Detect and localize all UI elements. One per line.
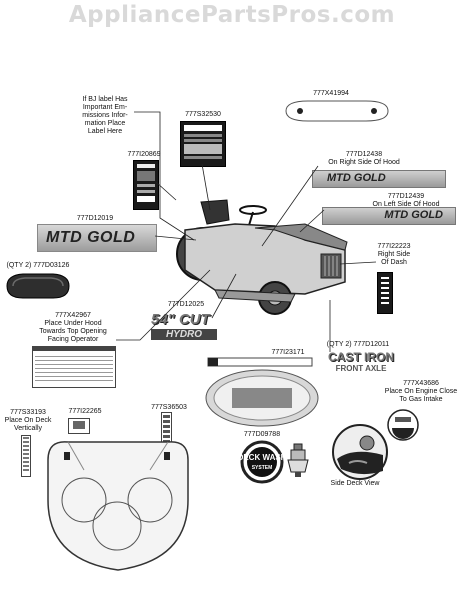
hydro-text: HYDRO	[151, 329, 217, 340]
decal-stripe	[137, 171, 155, 181]
part-number: 777S33193	[10, 409, 46, 416]
decal-777d12438: MTD GOLD	[312, 170, 446, 188]
deck-wash-nozzle	[287, 443, 309, 477]
side-deck-view-illustration	[332, 424, 388, 480]
part-777i20869-label: 777I20869	[127, 151, 161, 158]
part-777d12439-label: 777D12439 On Left Side Of Hood	[360, 193, 452, 209]
decal-stripes	[381, 277, 389, 305]
mtd-gold-text: MTD GOLD	[46, 229, 136, 246]
mtd-gold-text: MTD GOLD	[327, 172, 386, 184]
part-777s33193-label: 777S33193 Place On Deck Vertically	[2, 409, 54, 433]
decal-stripe	[184, 144, 222, 154]
bj-note-line: missions Infor-	[82, 112, 128, 119]
decal-stripe	[137, 184, 155, 187]
decal-stripe	[137, 196, 155, 202]
decal-777s33193	[21, 435, 31, 477]
part-777i23171-label: 777I23171	[271, 349, 305, 356]
decal-header	[33, 347, 115, 351]
part-777x42967-label: 777X42967 Place Under Hood Towards Top O…	[30, 312, 116, 344]
lawn-tractor-illustration	[176, 199, 348, 315]
part-777d03126-label: (QTY 2) 777D03126	[6, 262, 70, 269]
placement-note: Towards Top Opening	[39, 328, 107, 335]
decal-777i22265	[68, 418, 90, 434]
decal-777x43686	[387, 409, 419, 441]
part-number: 777D12438	[345, 151, 383, 158]
placement-note: Place Under Hood	[44, 320, 102, 327]
decal-stripe	[137, 164, 155, 168]
decal-stripe	[184, 125, 222, 131]
decal-stripe	[184, 134, 222, 137]
decal-table	[35, 353, 113, 383]
decal-777s32530	[180, 121, 226, 167]
decal-stripe	[184, 139, 222, 142]
part-777i22265-label: 777I22265	[68, 408, 102, 415]
part-777x43686-label: 777X43686 Place On Engine Close To Gas I…	[378, 380, 464, 404]
front-axle-text: FRONT AXLE	[335, 364, 387, 373]
decal-777i22223	[377, 272, 393, 314]
decal-stripes	[163, 415, 170, 453]
bj-note-label: If BJ label Has Important Em- missions I…	[76, 96, 134, 136]
decal-stripes	[23, 437, 29, 473]
placement-note: To Gas Intake	[399, 396, 443, 403]
mower-deck-illustration	[47, 441, 189, 571]
part-number: 777D12439	[387, 193, 425, 200]
part-number: 777X43686	[403, 380, 439, 387]
part-777s32530-label: 777S32530	[185, 111, 221, 118]
placement-note: Right Side	[377, 251, 411, 258]
placement-note: Facing Operator	[47, 336, 99, 343]
decal-777x41994	[285, 100, 389, 122]
mtd-gold-text: MTD GOLD	[384, 209, 443, 221]
system-text: SYSTEM	[252, 465, 273, 471]
part-number: 777I22223	[377, 243, 411, 250]
watermark: AppliancePartsPros.com	[68, 2, 396, 28]
cast-iron-text: CAST IRON	[328, 350, 394, 364]
decal-stripe	[184, 156, 222, 159]
placement-note: Place On Engine Close	[384, 388, 458, 395]
bj-note-line: Label Here	[87, 128, 123, 135]
placement-note: Of Dash	[381, 259, 407, 266]
part-777d09788-label: 777D09788	[243, 431, 281, 438]
deck-wash-text: DECK WASH	[240, 453, 284, 462]
placement-note: On Right Side Of Hood	[328, 159, 400, 166]
decal-777i23171	[205, 357, 319, 427]
decal-777d03126	[6, 273, 70, 299]
part-777d12019-label: 777D12019	[76, 215, 114, 222]
decal-777d12019: MTD GOLD	[37, 224, 157, 252]
part-777d12011-label: (QTY 2) 777D12011	[326, 341, 390, 348]
decal-777x42967	[32, 346, 116, 388]
bj-note-line: If BJ label Has	[82, 96, 128, 103]
part-number: 777X42967	[55, 312, 91, 319]
decal-symbol	[73, 421, 85, 429]
decal-777d12011: CAST IRON FRONT AXLE	[325, 350, 397, 376]
bj-note-line: mation Place	[84, 120, 126, 127]
placement-note: Place On Deck	[4, 417, 52, 424]
part-777s36503-label: 777S36503	[151, 404, 187, 411]
side-deck-view-label: Side Deck View	[330, 480, 380, 487]
placement-note: On Left Side Of Hood	[372, 201, 440, 208]
part-777d12438-label: 777D12438 On Right Side Of Hood	[318, 151, 410, 167]
part-777i22223-label: 777I22223 Right Side Of Dash	[370, 243, 418, 267]
decal-777d09788: DECK WASH SYSTEM	[240, 440, 284, 484]
bj-note-line: Important Em-	[82, 104, 128, 111]
decal-stripe	[137, 190, 155, 193]
part-777x41994-label: 777X41994	[313, 90, 349, 97]
placement-note: Vertically	[13, 425, 42, 432]
